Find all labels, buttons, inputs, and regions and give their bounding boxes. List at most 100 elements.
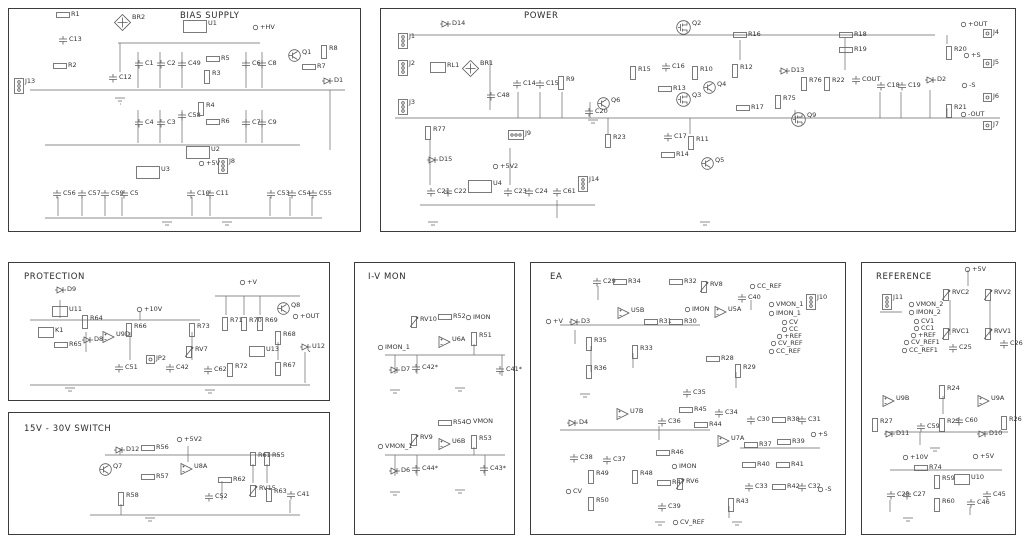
component-r75: R75	[774, 95, 796, 109]
component-u8a: U8A	[180, 463, 207, 475]
component-u12: U12	[300, 343, 325, 352]
component-label: C21	[437, 187, 450, 195]
component-r21: R21	[945, 104, 967, 118]
component-u7b: U7B	[616, 408, 643, 420]
component-label: CC1	[921, 324, 935, 332]
component-q9: Q9	[791, 112, 816, 127]
cap-h-icon	[585, 108, 593, 117]
res-v-icon	[588, 497, 594, 511]
cap-h-icon	[738, 294, 746, 303]
component-j2: J2	[398, 60, 415, 76]
component-rv6: RV6	[676, 478, 699, 490]
component-label: D15	[439, 155, 453, 163]
conn-icon	[398, 33, 408, 49]
component-r24: R24	[938, 385, 960, 399]
res-h-icon	[141, 445, 155, 451]
component-r49: R49	[587, 470, 609, 484]
component-+v: +V	[545, 318, 563, 325]
pot-icon	[185, 346, 194, 358]
component-label: C56	[63, 189, 76, 197]
component-r16: R16	[733, 31, 761, 39]
conn-sm-icon	[983, 93, 992, 102]
cap-h-icon	[798, 416, 806, 425]
pot-icon	[700, 281, 709, 293]
component-c49: C49	[177, 60, 201, 69]
cap-h-icon	[658, 503, 666, 512]
component-r25: R25	[938, 418, 960, 432]
component-rl1: RL1	[430, 62, 459, 73]
component-+s: +S	[810, 431, 828, 438]
component-label: CV1	[921, 317, 935, 325]
component-k1: K1	[38, 327, 63, 338]
component-label: C33	[755, 482, 768, 490]
component-j10: J10	[806, 294, 827, 310]
cap-h-icon	[525, 188, 533, 197]
res-h-icon	[694, 422, 708, 428]
net-icon	[781, 326, 788, 333]
component-d9: D9	[55, 286, 76, 294]
component-label: R14	[676, 150, 689, 158]
component-r11: R11	[687, 136, 709, 150]
cap-h-icon	[745, 483, 753, 492]
component-label: R24	[947, 384, 960, 392]
component-u5a: U5A	[714, 306, 741, 318]
component-r32: R32	[669, 278, 697, 286]
component-label: U9A	[991, 394, 1005, 402]
component-label: D8	[94, 335, 104, 343]
net-icon	[672, 519, 679, 526]
component-label: R1	[71, 10, 80, 18]
bjt-icon	[99, 463, 112, 476]
pot-icon	[676, 478, 685, 490]
component-r6: R6	[206, 118, 230, 126]
component-label: CV_REF	[680, 518, 705, 526]
cap-h-icon	[242, 119, 250, 128]
component-label: C45	[993, 490, 1006, 498]
component-label: -S	[969, 81, 976, 89]
component-label: U5B	[631, 306, 645, 314]
component-label: Q9	[807, 111, 817, 119]
net-icon	[817, 486, 824, 493]
net-icon	[252, 24, 259, 31]
cap-h-icon	[949, 344, 957, 353]
diode-icon	[977, 430, 988, 438]
component-label: IMON_1	[776, 309, 801, 317]
component-label: U1	[208, 19, 217, 27]
component-cc-ref1: CC_REF1	[901, 347, 938, 354]
component-j5: J5	[983, 59, 999, 68]
diode-icon	[569, 318, 580, 326]
res-h-icon	[53, 63, 67, 69]
pot-icon	[249, 485, 258, 497]
component-label: C30	[757, 415, 770, 423]
res-v-icon	[275, 362, 281, 376]
component-r29: R29	[734, 364, 756, 378]
component-label: C59	[111, 189, 124, 197]
component-label: R60	[942, 497, 955, 505]
component-label: C39	[668, 502, 681, 510]
diode-icon	[779, 67, 790, 75]
component-label: D12	[126, 445, 140, 453]
block-iv-mon	[354, 262, 515, 535]
component-label: C43*	[490, 464, 507, 472]
net-icon	[239, 279, 246, 286]
component-c13: C13	[58, 36, 82, 45]
component-label: C3	[167, 118, 176, 126]
component-r38: R38	[772, 416, 800, 424]
component-r31: R31	[644, 318, 672, 326]
component-c38: C38	[569, 454, 593, 463]
wires-power	[395, 34, 1000, 226]
component-d13: D13	[779, 67, 804, 75]
bjt-icon	[288, 49, 301, 62]
component-label: R64	[90, 314, 103, 322]
component-u11: U11	[52, 306, 82, 317]
pot-icon	[942, 289, 951, 301]
component-label: R54	[453, 418, 466, 426]
component-label: VMON_2	[916, 300, 944, 308]
component-label: Q3	[692, 91, 702, 99]
component-label: R50	[596, 496, 609, 504]
component-label: +S	[818, 430, 828, 438]
component-label: C2	[167, 59, 176, 67]
component-d1: D1	[322, 77, 343, 85]
component-label: U13	[266, 345, 280, 353]
ic-sm-icon	[249, 346, 265, 357]
cap-h-icon	[683, 389, 691, 398]
